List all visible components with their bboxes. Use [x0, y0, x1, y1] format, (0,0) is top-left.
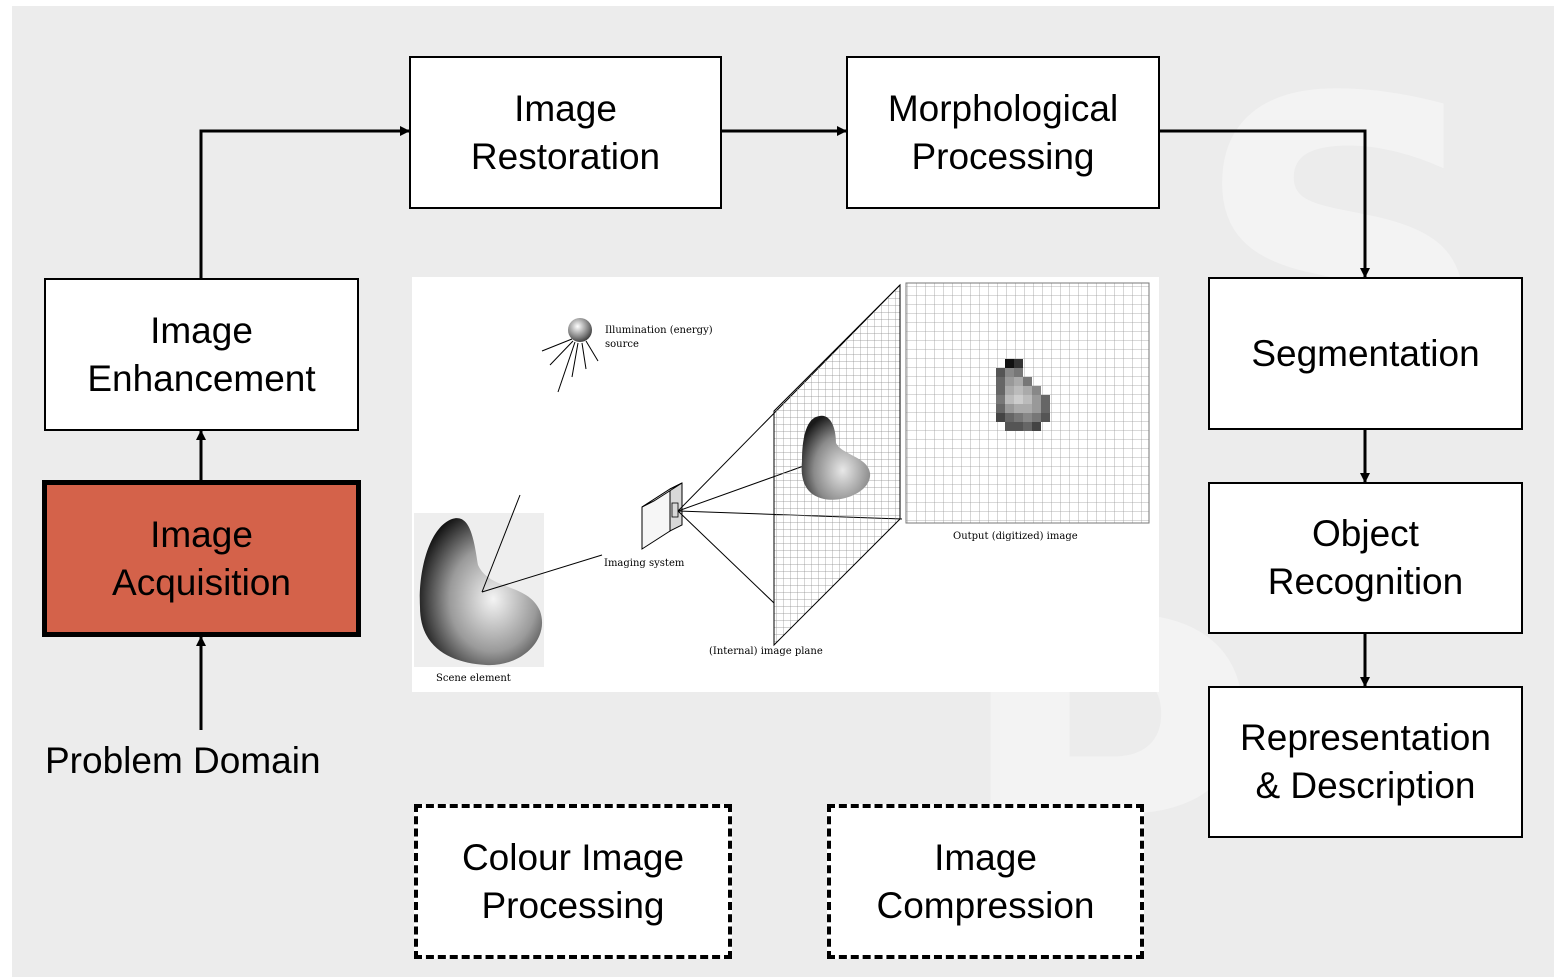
- image-plane-label: (Internal) image plane: [709, 646, 823, 657]
- problem-domain-label: Problem Domain: [45, 740, 321, 781]
- image-compression-box[interactable]: Image Compression: [827, 804, 1144, 959]
- representation-description-box[interactable]: Representation & Description: [1208, 686, 1523, 838]
- image-acquisition-box[interactable]: Image Acquisition: [42, 480, 361, 637]
- output-image-label: Output (digitized) image: [953, 531, 1078, 542]
- scene-element-label: Scene element: [436, 673, 511, 684]
- scene-element-shape: [419, 518, 543, 666]
- illumination-source-label-2: source: [605, 339, 639, 350]
- illumination-source-icon: [541, 318, 599, 393]
- segmentation-box[interactable]: Segmentation: [1208, 277, 1523, 430]
- output-image-pixels: [996, 359, 1050, 431]
- illumination-source-label: Illumination (energy): [605, 325, 713, 336]
- image-plane-object: [801, 415, 871, 500]
- image-acquisition-illustration: Illumination (energy) source Scene eleme…: [412, 277, 1159, 692]
- imaging-system-icon: [641, 482, 683, 550]
- colour-image-processing-box[interactable]: Colour Image Processing: [414, 804, 732, 959]
- morphological-processing-box[interactable]: Morphological Processing: [846, 56, 1160, 209]
- image-restoration-box[interactable]: Image Restoration: [409, 56, 722, 209]
- arrow-enhancement-to-restoration: [199, 126, 410, 278]
- image-enhancement-box[interactable]: Image Enhancement: [44, 278, 359, 431]
- arrow-morphological-to-segmentation: [1160, 129, 1370, 278]
- imaging-system-label: Imaging system: [604, 558, 685, 569]
- object-recognition-box[interactable]: Object Recognition: [1208, 482, 1523, 634]
